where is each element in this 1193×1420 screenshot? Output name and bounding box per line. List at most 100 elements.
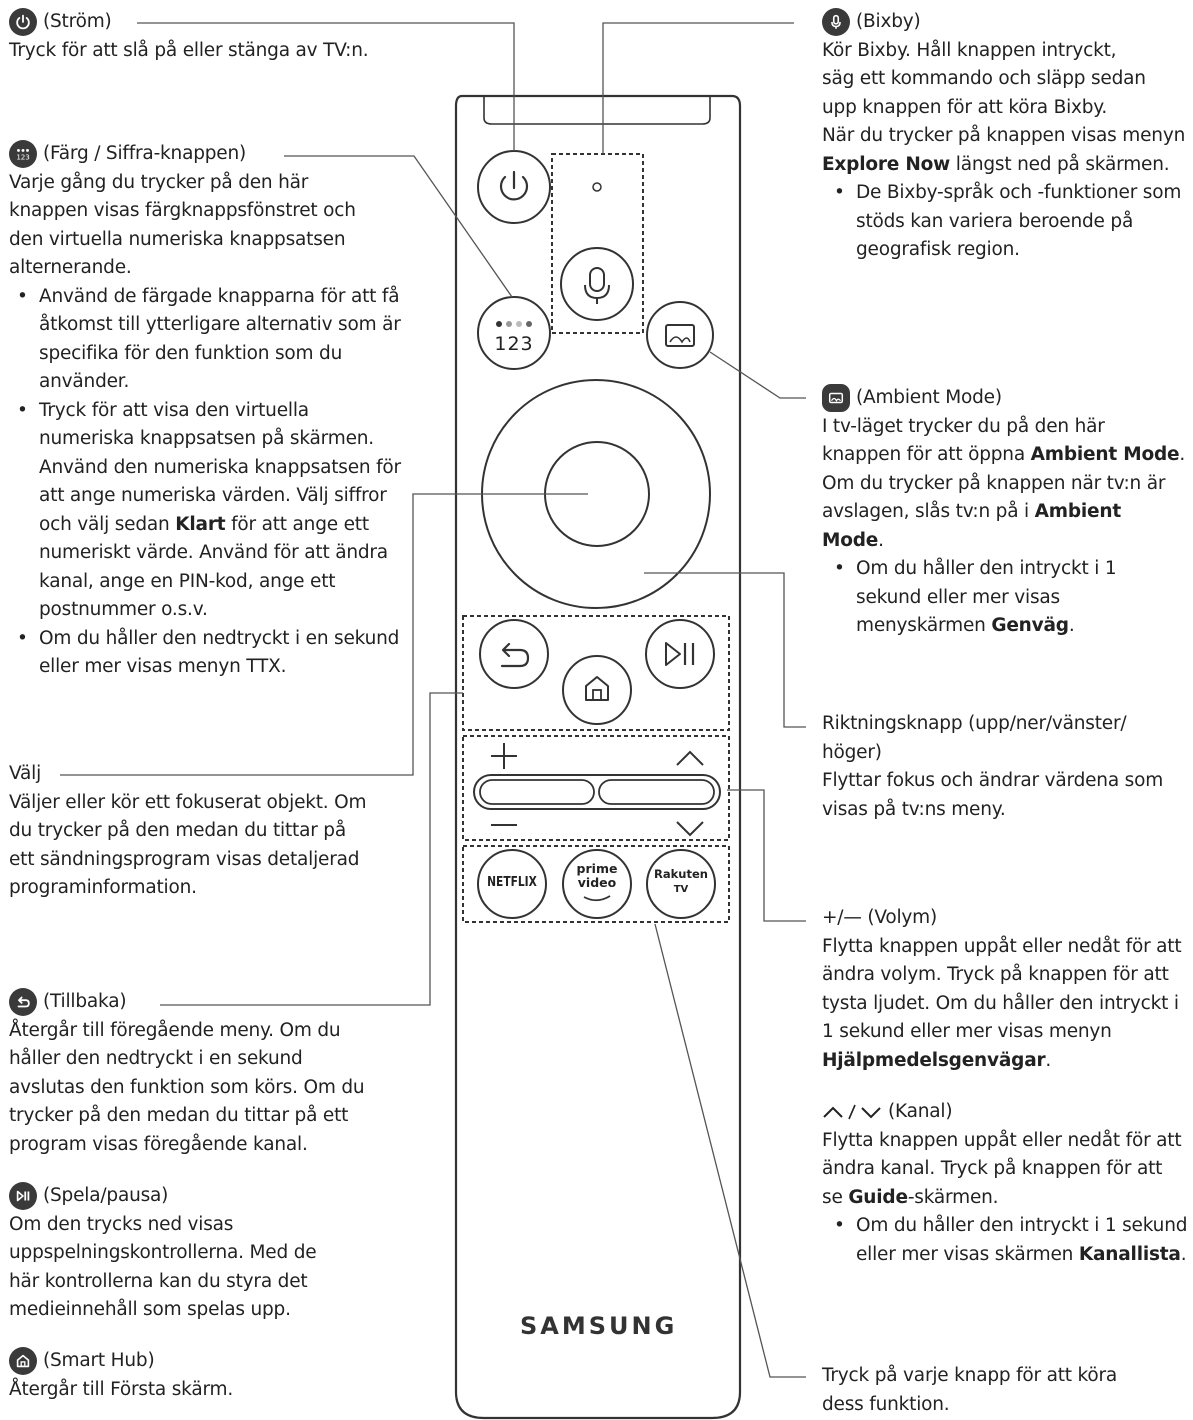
channel-desc-tail: -skärmen.	[907, 1186, 999, 1208]
channel-bullet-bold: Kanallista	[1078, 1243, 1181, 1265]
select-section: Välj Väljer eller kör ett fokuserat obje…	[9, 760, 379, 903]
back-section: (Tillbaka) Återgår till föregående meny.…	[9, 988, 379, 1159]
apps-section: Tryck på varje knapp för att köra dess f…	[822, 1362, 1162, 1419]
remote-bixby-button[interactable]	[560, 247, 634, 321]
channel-section: (Kanal) Flytta knappen uppåt eller nedåt…	[822, 1098, 1188, 1269]
volume-desc: Flytta knappen uppåt eller nedåt för att…	[822, 933, 1188, 1076]
vol-ch-dashed-box	[462, 735, 730, 841]
color-number-bullet-1: Använd de färgade knapparna för att få å…	[17, 283, 401, 397]
volume-section: +/— (Volym) Flytta knappen uppåt eller n…	[822, 904, 1188, 1075]
home-icon	[9, 1347, 37, 1376]
remote-color-number-button[interactable]	[477, 296, 551, 370]
power-title-row: (Ström)	[9, 8, 389, 37]
bixby-bullet: De Bixby-språk och -funktioner som stöds…	[834, 179, 1186, 265]
volume-desc-text: Flytta knappen uppåt eller nedåt för att…	[822, 935, 1182, 1043]
ambient-bullet-end: .	[1068, 615, 1075, 636]
back-icon	[9, 988, 37, 1017]
remote-power-button[interactable]	[477, 150, 551, 224]
remote-prime-video-button[interactable]	[562, 849, 632, 919]
volume-plus-icon	[491, 743, 517, 769]
bixby-desc: Kör Bixby. Håll knappen intryckt, säg et…	[822, 39, 1146, 118]
color-number-bullet-2-tail: för att ange ett numeriskt värde. Använd…	[39, 513, 388, 621]
smart-hub-title: (Smart Hub)	[43, 1350, 155, 1371]
remote-home-button[interactable]	[562, 655, 632, 725]
power-section: (Ström) Tryck för att slå på eller stäng…	[9, 8, 389, 65]
remote-play-pause-button[interactable]	[645, 619, 715, 689]
channel-up-icon	[676, 750, 704, 766]
ambient-bullets: Om du håller den intryckt i 1 sekund ell…	[834, 555, 1186, 641]
remote-rakuten-button[interactable]	[646, 849, 716, 919]
color-number-bullet-3: Om du håller den nedtryckt i en sekund e…	[17, 625, 401, 682]
remote-back-button[interactable]	[479, 619, 549, 689]
bixby-desc-2-tail: längst ned på skärmen.	[955, 153, 1170, 175]
power-desc: Tryck för att slå på eller stänga av TV:…	[9, 39, 369, 61]
remote-volume-rocker[interactable]	[479, 779, 595, 805]
back-title: (Tillbaka)	[43, 991, 127, 1012]
ambient-desc-2-bold: Ambient Mode	[822, 501, 1122, 551]
apps-desc: Tryck på varje knapp för att köra dess f…	[822, 1365, 1118, 1415]
ambient-icon	[822, 384, 850, 413]
remote-netflix-button[interactable]	[477, 849, 547, 919]
play-pause-icon	[9, 1182, 37, 1211]
power-icon	[9, 8, 37, 37]
color-number-section: 123 (Färg / Siffra-knappen) Varje gång d…	[9, 140, 403, 682]
leader-ambient	[709, 351, 806, 399]
channel-title-row: (Kanal)	[822, 1098, 1188, 1127]
volume-desc-end: .	[1045, 1049, 1052, 1071]
ambient-bullet-bold: Genväg	[991, 615, 1069, 636]
remote-ambient-button[interactable]	[646, 301, 714, 369]
channel-bullet: Om du håller den intryckt i 1 sekund ell…	[834, 1212, 1188, 1269]
channel-bullets: Om du håller den intryckt i 1 sekund ell…	[834, 1212, 1188, 1269]
smart-hub-section: (Smart Hub) Återgår till Första skärm.	[9, 1347, 379, 1404]
microphone-hole	[592, 182, 602, 192]
volume-desc-bold: Hjälpmedelsgenvägar	[822, 1049, 1046, 1071]
channel-desc-pre: Flytta knappen uppåt eller nedåt för att…	[822, 1129, 1182, 1208]
channel-guide: Guide	[848, 1186, 908, 1208]
ambient-desc-2: Om du trycker på knappen när tv:n är avs…	[822, 470, 1188, 556]
prime-smile-icon	[583, 895, 611, 902]
apps-dashed-box	[462, 845, 730, 923]
channel-bullet-end: .	[1180, 1243, 1187, 1265]
direction-desc: Flyttar fokus och ändrar värdena som vis…	[822, 770, 1164, 820]
ambient-desc-pre: I tv-läget trycker du på den här knappen…	[822, 415, 1105, 466]
play-pause-desc: Om den trycks ned visas uppspelningskont…	[9, 1213, 317, 1321]
leader-direction	[644, 572, 806, 728]
ambient-desc-2-end: .	[878, 529, 884, 551]
color-number-bullet-2: Tryck för att visa den virtuella numeris…	[17, 397, 401, 625]
smart-hub-title-row: (Smart Hub)	[9, 1347, 379, 1376]
nav-dashed-box	[462, 615, 730, 731]
bixby-dashed-box	[551, 153, 644, 334]
bixby-explore-now: Explore Now	[822, 153, 951, 175]
ambient-desc: I tv-läget trycker du på den här knappen…	[822, 413, 1188, 470]
bixby-title-row: (Bixby)	[822, 8, 1188, 37]
play-pause-title-row: (Spela/pausa)	[9, 1182, 379, 1211]
leader-apps	[654, 923, 806, 1378]
select-desc: Väljer eller kör ett fokuserat objekt. O…	[9, 791, 367, 899]
select-title: Välj	[9, 763, 42, 784]
back-desc: Återgår till föregående meny. Om du håll…	[9, 1019, 365, 1155]
channel-down-icon	[676, 821, 704, 837]
back-title-row: (Tillbaka)	[9, 988, 379, 1017]
play-pause-title: (Spela/pausa)	[43, 1185, 169, 1206]
color-number-icon: 123	[9, 140, 37, 169]
leader-color-number	[284, 155, 513, 298]
bixby-title: (Bixby)	[856, 11, 921, 32]
color-number-bullets: Använd de färgade knapparna för att få å…	[17, 283, 401, 682]
ambient-desc-bold: Ambient Mode	[1030, 444, 1180, 465]
color-number-bullet-2-bold: Klart	[175, 513, 226, 535]
ambient-bullet: Om du håller den intryckt i 1 sekund ell…	[834, 555, 1186, 641]
microphone-icon	[822, 8, 850, 37]
leader-lines	[60, 22, 806, 1378]
bixby-desc-2: När du trycker på knappen visas menyn Ex…	[822, 122, 1188, 179]
ambient-title: (Ambient Mode)	[856, 387, 1002, 408]
color-number-title-row: 123 (Färg / Siffra-knappen)	[9, 140, 403, 169]
ambient-bullet-pre: Om du håller den intryckt i 1 sekund ell…	[856, 558, 1117, 636]
remote-top-groove	[483, 96, 711, 125]
remote-channel-rocker[interactable]	[598, 779, 715, 805]
leader-back	[160, 692, 463, 1006]
color-number-bullet-2-text: Tryck för att visa den virtuella numeris…	[39, 399, 401, 535]
bixby-desc-2-pre: När du trycker på knappen visas menyn	[822, 125, 1186, 146]
ambient-desc-2-pre: Om du trycker på knappen när tv:n är avs…	[822, 472, 1166, 523]
channel-title: (Kanal)	[888, 1101, 953, 1122]
